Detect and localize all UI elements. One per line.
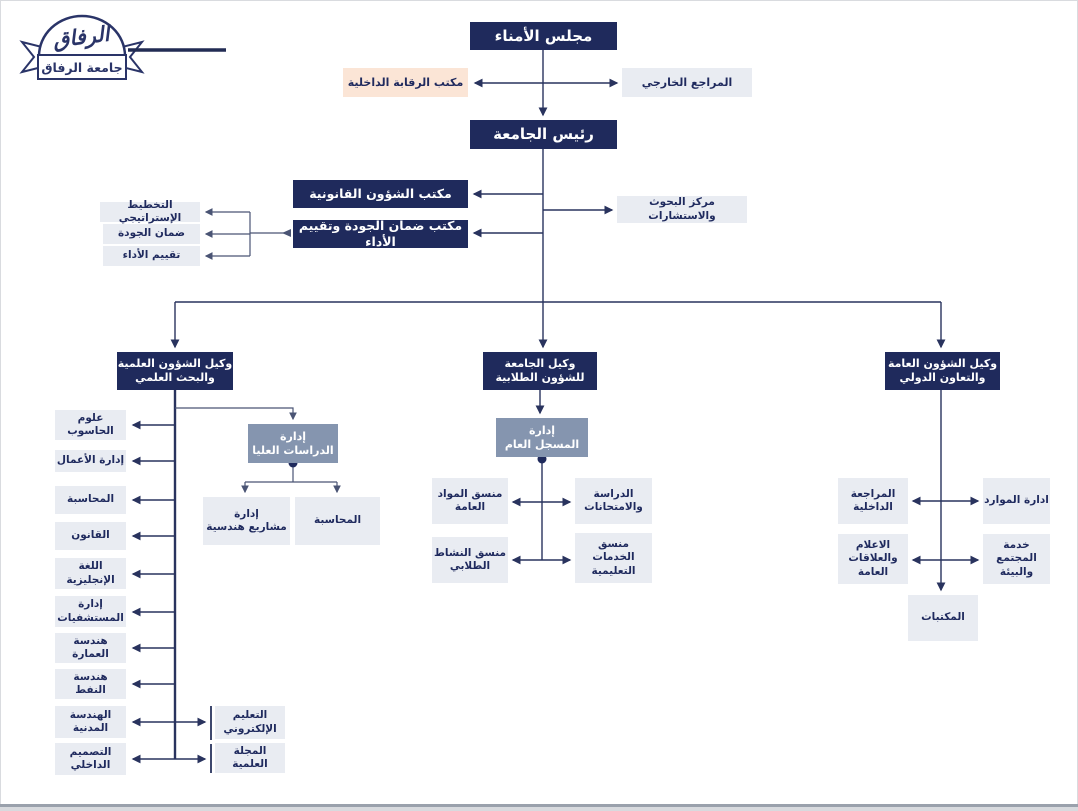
node-quality-office: مكتب ضمان الجودة وتقييم الأداء (293, 218, 468, 249)
bottom-page-strip (0, 807, 1078, 811)
bottom-page-rule (0, 804, 1078, 807)
node-media-public-relations: الاعلام والعلاقات العامة (838, 534, 908, 584)
node-grad-accounting: المحاسبة (295, 497, 380, 545)
node-community-service: خدمة المجتمع والبيئة (983, 534, 1050, 584)
node-dept-civil-eng: الهندسة المدنية (55, 706, 126, 738)
node-graduate-studies: إدارة الدراسات العليا (248, 424, 338, 463)
node-research-center: مركز البحوث والاستشارات (617, 196, 747, 223)
node-dept-accounting: المحاسبة (55, 486, 126, 514)
node-internal-review: المراجعة الداخلية (838, 478, 908, 524)
logo-dome (37, 14, 127, 58)
node-engineering-projects: إدارة مشاريع هندسية (203, 497, 290, 545)
node-educational-services-coordinator: منسق الخدمات التعليمية (575, 533, 652, 583)
node-vp-student-affairs: وكيل الجامعة للشؤون الطلابية (483, 352, 597, 390)
node-scientific-journal: المجلة العلمية (215, 743, 285, 773)
node-strategic-planning: التخطيط الإستراتيجي (100, 199, 200, 224)
node-dept-english: اللغة الإنجليزية (55, 558, 126, 589)
node-general-registrar: إدارة المسجل العام (496, 418, 588, 457)
node-dept-law: القانون (55, 522, 126, 550)
node-vp-scientific-affairs: وكيل الشؤون العلمية والبحث العلمي (117, 352, 233, 390)
node-quality-assurance: ضمان الجودة (103, 224, 200, 244)
node-resources-admin: ادارة الموارد (983, 478, 1050, 524)
node-elearning: التعليم الإلكتروني (215, 706, 285, 739)
node-performance-evaluation: تقييم الأداء (103, 246, 200, 266)
logo-banner (37, 54, 127, 80)
node-dept-petroleum-eng: هندسة النفط (55, 669, 126, 699)
node-dept-interior-design: التصميم الداخلي (55, 743, 126, 775)
node-legal-affairs-office: مكتب الشؤون القانونية (293, 180, 468, 208)
node-internal-audit-office: مكتب الرقابة الداخلية (343, 68, 468, 97)
logo-university-text: جامعة الرفاق (41, 60, 122, 75)
node-study-and-exams: الدراسة والامتحانات (575, 478, 652, 524)
university-logo: الرفاق جامعة الرفاق (19, 14, 226, 80)
node-libraries: المكتبات (908, 595, 978, 641)
node-board-of-trustees: مجلس الأمناء (470, 22, 617, 50)
node-university-president: رئيس الجامعة (470, 120, 617, 149)
node-dept-business-admin: إدارة الأعمال (55, 450, 126, 472)
node-dept-hospital-mgmt: إدارة المستشفيات (55, 596, 126, 627)
node-general-subjects-coordinator: منسق المواد العامة (432, 478, 508, 524)
node-vp-general-affairs: وكيل الشؤون العامة والتعاون الدولي (885, 352, 1000, 390)
node-dept-architecture: هندسة العمارة (55, 633, 126, 663)
node-external-auditor: المراجع الخارجي (622, 68, 752, 97)
node-student-activity-coordinator: منسق النشاط الطلابي (432, 537, 508, 583)
node-dept-computer-science: علوم الحاسوب (55, 410, 126, 440)
